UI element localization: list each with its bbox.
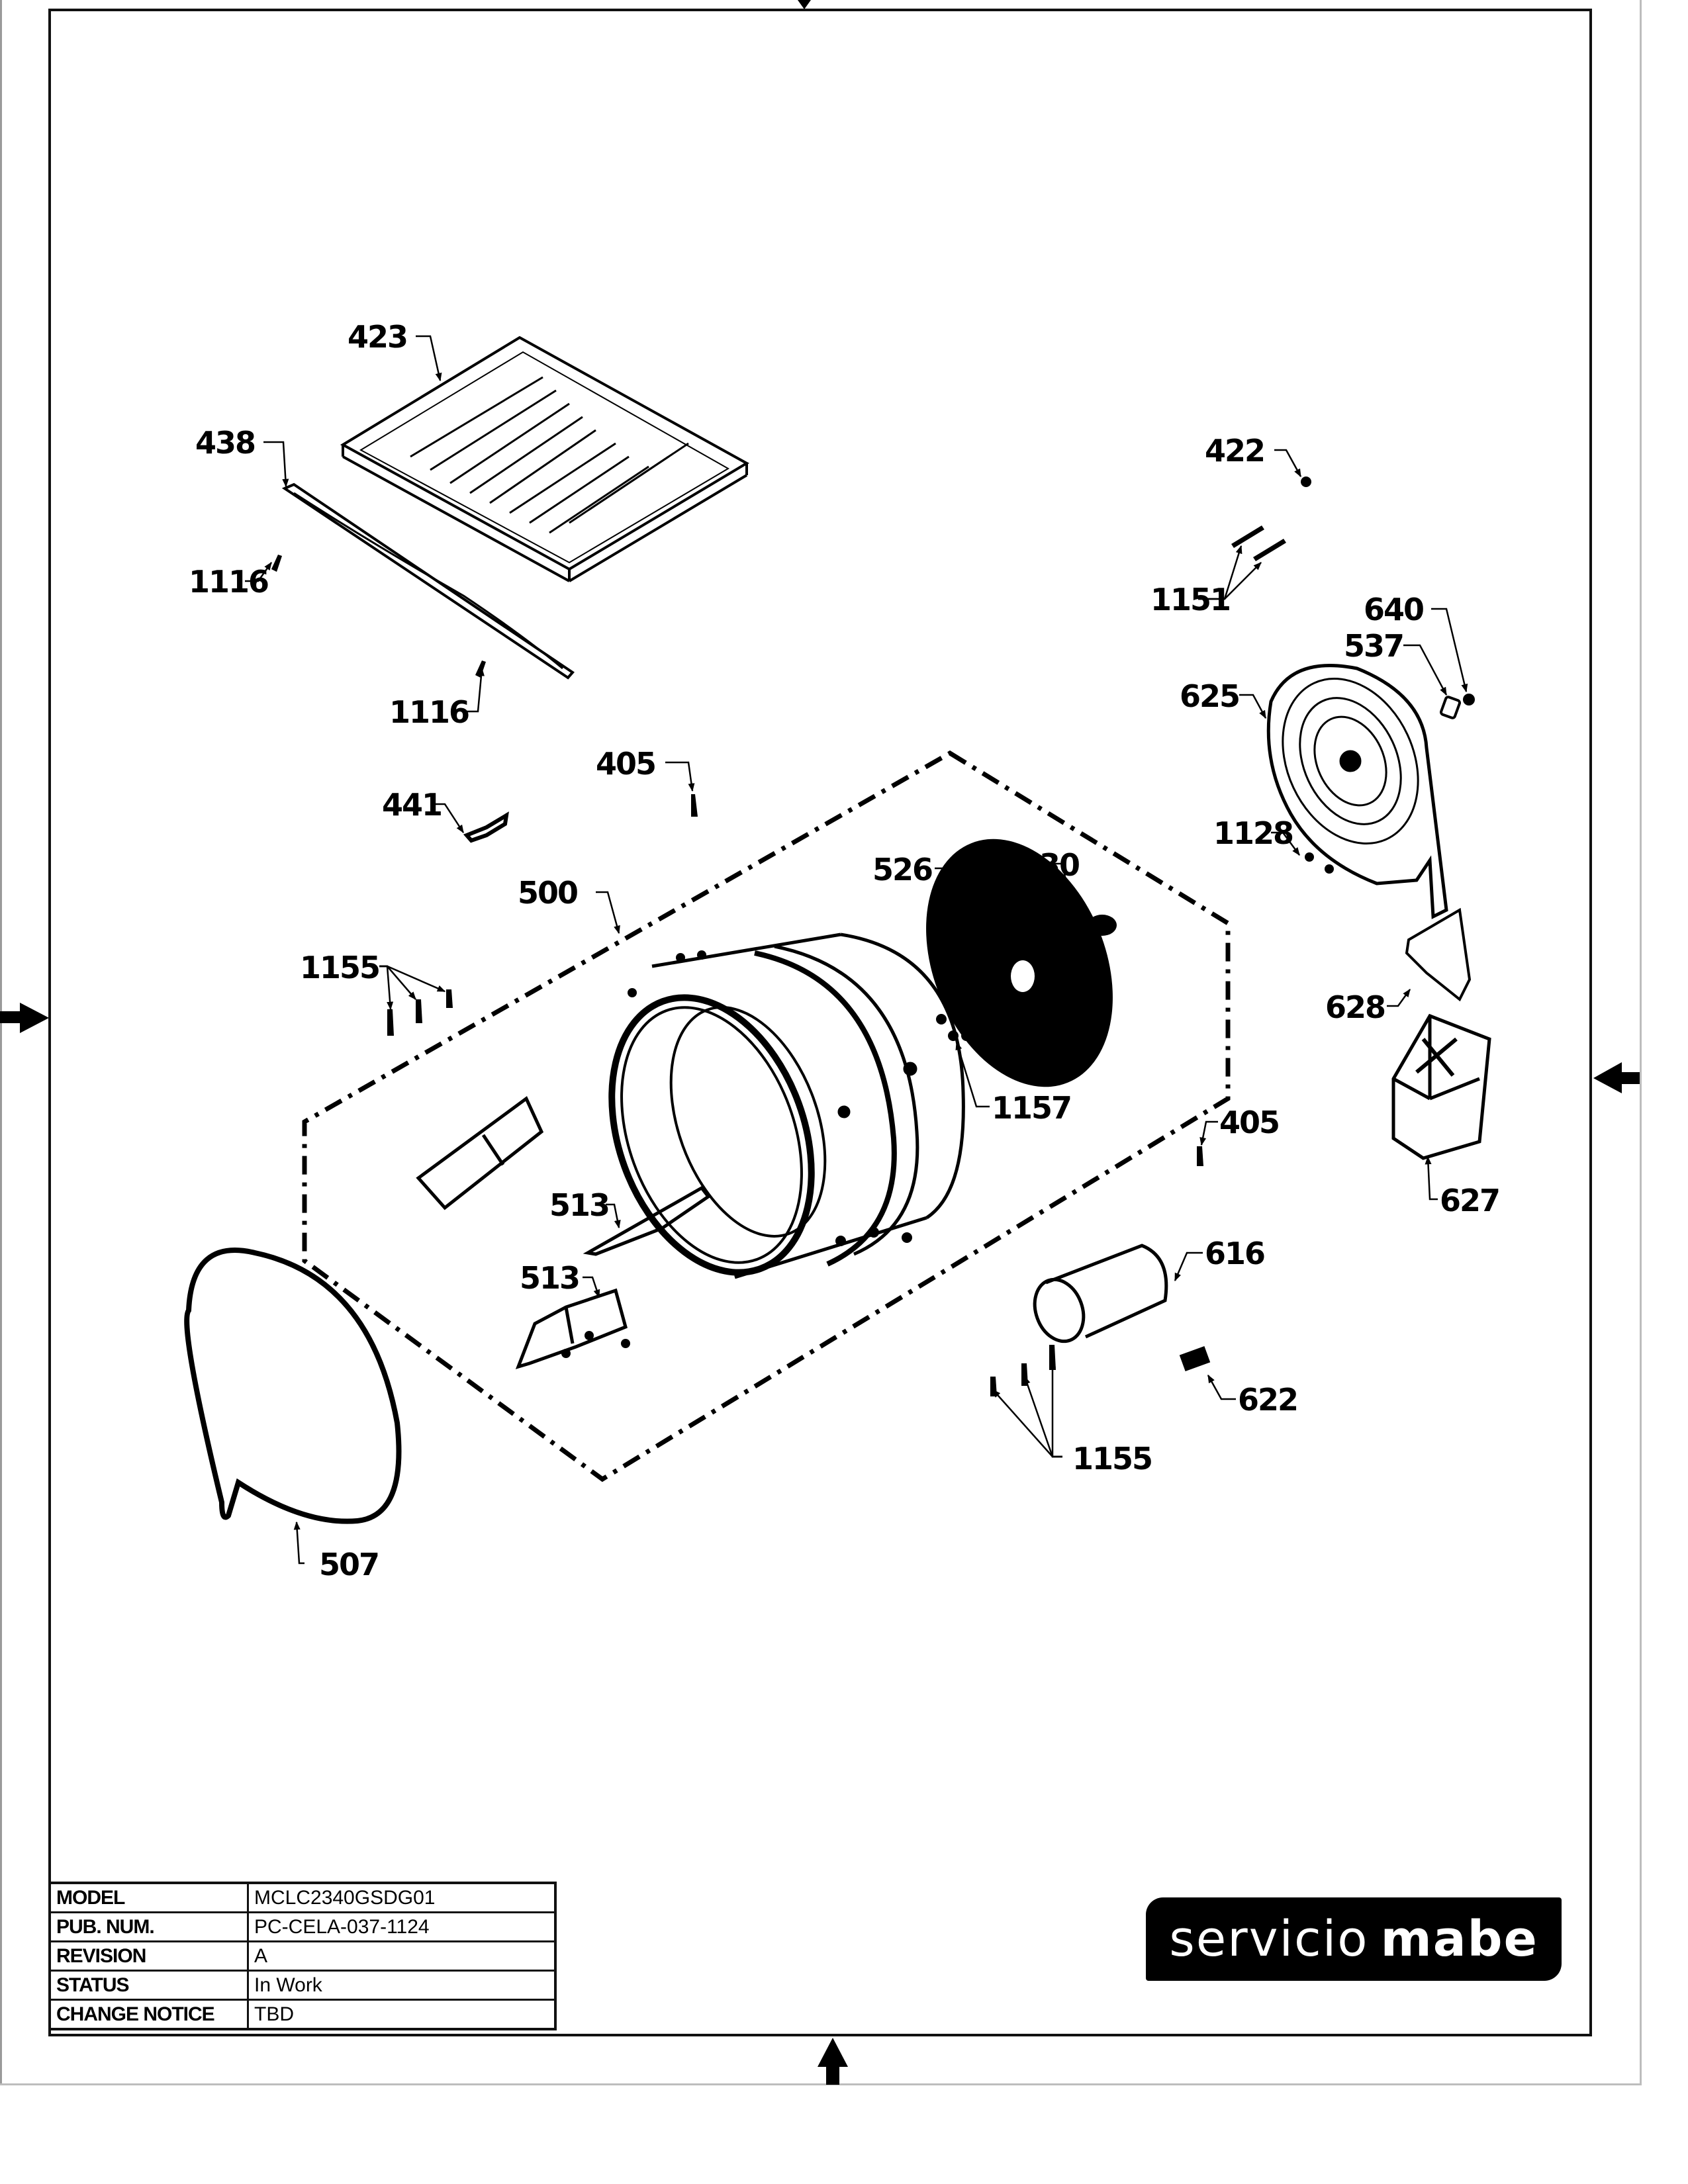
center-mark-top-arrow: [798, 0, 811, 9]
callout-513: 513: [520, 1260, 579, 1296]
callout-513: 513: [549, 1187, 609, 1223]
part-423-grille-panel[interactable]: [340, 336, 750, 582]
callout-640: 640: [1364, 592, 1423, 627]
callout-423: 423: [348, 319, 407, 355]
title-block-row-revision: REVISION A: [48, 1940, 557, 1972]
callout-405: 405: [596, 746, 655, 782]
publication-number: PC-CELA-037-1124: [247, 1911, 557, 1942]
center-mark-right-arrow: [1593, 1062, 1640, 1093]
callout-1116: 1116: [389, 694, 469, 730]
model-number: MCLC2340GSDG01: [247, 1882, 557, 1913]
drum-assembly-boundary: [302, 750, 1231, 1482]
leader-lines: [245, 335, 1468, 1565]
callout-405: 405: [1219, 1105, 1279, 1140]
callout-627: 627: [1440, 1183, 1499, 1218]
callout-labels: 423 438 1116 1116 422 1151 640 537 625 4…: [189, 319, 1501, 1582]
part-625-blower-housing[interactable]: [1257, 657, 1448, 919]
part-616-motor[interactable]: [1027, 1244, 1168, 1348]
callout-507: 507: [319, 1547, 379, 1582]
part-513-baffle-upper[interactable]: [583, 1185, 711, 1256]
callout-438: 438: [195, 425, 255, 461]
title-block: MODEL MCLC2340GSDG01 PUB. NUM. PC-CELA-0…: [48, 1882, 557, 2030]
title-block-row-status: STATUS In Work: [48, 1970, 557, 2001]
callout-625: 625: [1180, 678, 1239, 714]
part-628-motor-bracket[interactable]: [1405, 907, 1472, 1002]
callout-1128: 1128: [1213, 815, 1293, 851]
callout-1116: 1116: [189, 564, 268, 600]
callout-526: 526: [872, 852, 932, 887]
part-507-drive-belt[interactable]: [184, 1248, 402, 1524]
sheet-edge-right: [1640, 0, 1642, 2085]
change-notice-value: TBD: [247, 1999, 557, 2030]
screw-hardware: [271, 477, 1475, 1396]
part-622-switch[interactable]: [1179, 1345, 1211, 1372]
callout-500: 500: [518, 875, 577, 911]
center-mark-left-arrow: [0, 1003, 49, 1033]
title-block-row-pub-num: PUB. NUM. PC-CELA-037-1124: [48, 1911, 557, 1942]
callout-441: 441: [382, 787, 442, 823]
center-mark-bottom-arrow: [818, 2038, 848, 2085]
revision-value: A: [247, 1940, 557, 1972]
title-block-label: CHANGE NOTICE: [48, 1999, 249, 2030]
part-627-heater-box[interactable]: [1391, 1013, 1491, 1160]
title-block-label: STATUS: [48, 1970, 249, 2001]
callout-530: 530: [1019, 847, 1079, 883]
sheet-edge-bottom: [0, 2083, 1642, 2085]
title-block-row-model: MODEL MCLC2340GSDG01: [48, 1882, 557, 1913]
part-513-baffle-lower[interactable]: [515, 1288, 628, 1369]
servicio-mabe-logo: servicio mabe: [1146, 1897, 1562, 1981]
part-500-drum[interactable]: [576, 933, 965, 1300]
drawing-frame: [48, 9, 1592, 2036]
status-value: In Work: [247, 1970, 557, 2001]
callout-1155: 1155: [300, 950, 379, 985]
logo-text-servicio: servicio: [1169, 1911, 1369, 1968]
title-block-row-change-notice: CHANGE NOTICE TBD: [48, 1999, 557, 2030]
part-526-drum-back-plate[interactable]: [891, 811, 1147, 1115]
callout-422: 422: [1205, 433, 1264, 469]
part-438-seal-strip[interactable]: [281, 482, 575, 680]
logo-text-mabe: mabe: [1380, 1911, 1538, 1968]
title-block-label: MODEL: [48, 1882, 249, 1913]
title-block-label: PUB. NUM.: [48, 1911, 249, 1942]
callout-622: 622: [1238, 1382, 1297, 1418]
callout-1157: 1157: [992, 1090, 1071, 1126]
callout-616: 616: [1205, 1236, 1264, 1271]
part-baffle-loose[interactable]: [416, 1096, 544, 1210]
callout-1155: 1155: [1072, 1441, 1152, 1477]
callout-537: 537: [1344, 628, 1403, 664]
part-530-drum-hub[interactable]: [1088, 915, 1117, 936]
callout-1151: 1151: [1150, 582, 1230, 617]
part-441-bracket[interactable]: [463, 811, 509, 843]
sheet-edge-left: [0, 0, 2, 2085]
title-block-label: REVISION: [48, 1940, 249, 1972]
callout-628: 628: [1325, 989, 1385, 1025]
